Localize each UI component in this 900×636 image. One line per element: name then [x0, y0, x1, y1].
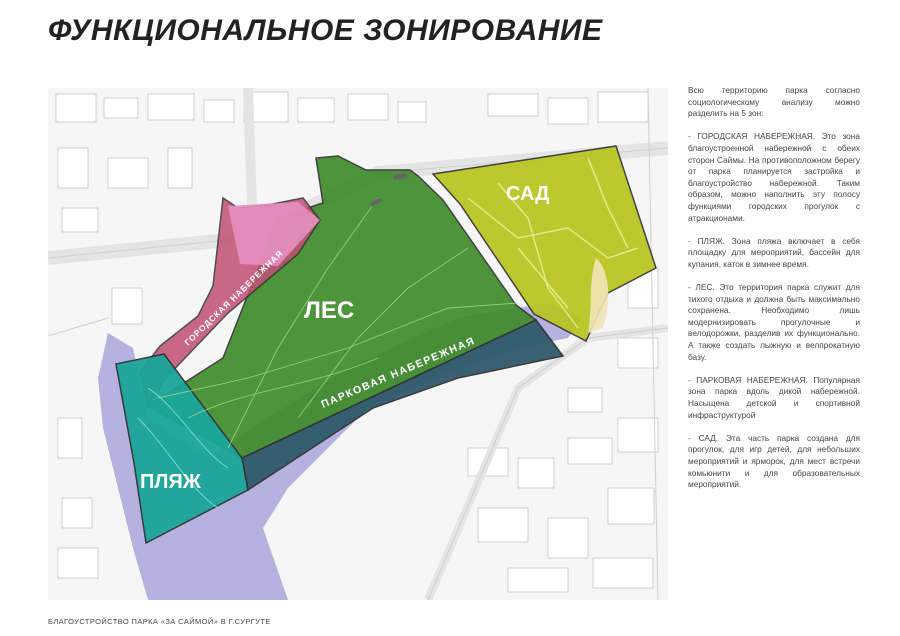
desc-intro: Всю территорию парка согласно социологич…: [688, 85, 860, 119]
beach-paths: [137, 387, 229, 509]
zone-gorodskaya-highlight: [228, 202, 320, 266]
desc-parkovaya: - ПАРКОВАЯ НАБЕРЕЖНАЯ. Популярная зона п…: [688, 374, 860, 420]
zoning-map: САД ЛЕС ПЛЯЖ ГОРОДСКАЯ НАБЕРЕЖНАЯ ПАРКОВ…: [48, 88, 668, 600]
desc-sad: - САД. Эта часть парка создана для прогу…: [688, 432, 860, 490]
footer-caption: БЛАГОУСТРОЙСТВО ПАРКА «ЗА САЙМОЙ» В Г.СУ…: [48, 617, 271, 626]
river: [98, 303, 583, 600]
label-plyazh: ПЛЯЖ: [140, 471, 202, 493]
zone-plyazh[interactable]: [115, 353, 249, 545]
map-structures: [369, 172, 408, 207]
map-buildings: [55, 91, 659, 593]
desc-plyazh: - ПЛЯЖ. Зона пляжа включает в себя площа…: [688, 235, 860, 269]
park-paths: [467, 157, 639, 329]
label-les: ЛЕС: [304, 297, 354, 324]
forest-paths: [157, 197, 519, 449]
desc-les: - ЛЕС. Это территория парка служит для т…: [688, 282, 860, 362]
page-title: ФУНКЦИОНАЛЬНОЕ ЗОНИРОВАНИЕ: [48, 14, 603, 47]
label-sad: САД: [506, 183, 549, 205]
desc-gorodskaya: - ГОРОДСКАЯ НАБЕРЕЖНАЯ. Это зона благоус…: [688, 131, 860, 223]
zones-description: Всю территорию парка согласно социологич…: [688, 85, 860, 502]
sand-area: [588, 258, 609, 333]
